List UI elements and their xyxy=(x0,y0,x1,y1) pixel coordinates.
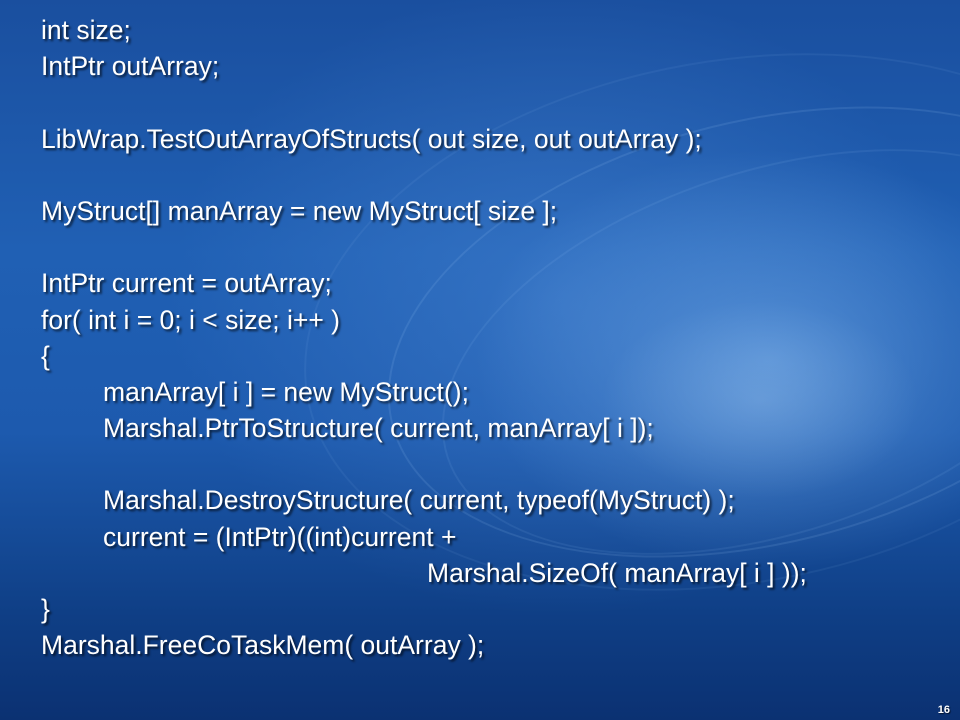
code-line-blank xyxy=(41,157,807,193)
code-line: } xyxy=(41,594,50,624)
code-line: manArray[ i ] = new MyStruct(); xyxy=(103,376,469,407)
code-line: Marshal.SizeOf( manArray[ i ] )); xyxy=(427,557,807,588)
code-line: Marshal.FreeCoTaskMem( outArray ); xyxy=(41,630,485,661)
code-block: int size; IntPtr outArray; LibWrap.TestO… xyxy=(41,12,807,663)
code-line: for( int i = 0; i < size; i++ ) xyxy=(41,304,340,335)
code-line: MyStruct[] manArray = new MyStruct[ size… xyxy=(41,195,558,226)
code-line: IntPtr outArray; xyxy=(41,51,220,82)
code-line: Marshal.DestroyStructure( current, typeo… xyxy=(103,485,735,516)
code-line-blank xyxy=(41,229,807,265)
code-line: Marshal.PtrToStructure( current, manArra… xyxy=(103,413,654,444)
code-line: current = (IntPtr)((int)current + xyxy=(103,521,457,552)
code-line: { xyxy=(41,340,50,371)
background-glow xyxy=(600,300,920,500)
code-line-blank xyxy=(41,446,807,482)
slide-number: 16 xyxy=(937,704,950,716)
code-line: LibWrap.TestOutArrayOfStructs( out size,… xyxy=(41,123,702,154)
code-line: int size; xyxy=(41,15,131,45)
code-line: IntPtr current = outArray; xyxy=(41,268,332,299)
code-line-blank xyxy=(41,84,807,120)
